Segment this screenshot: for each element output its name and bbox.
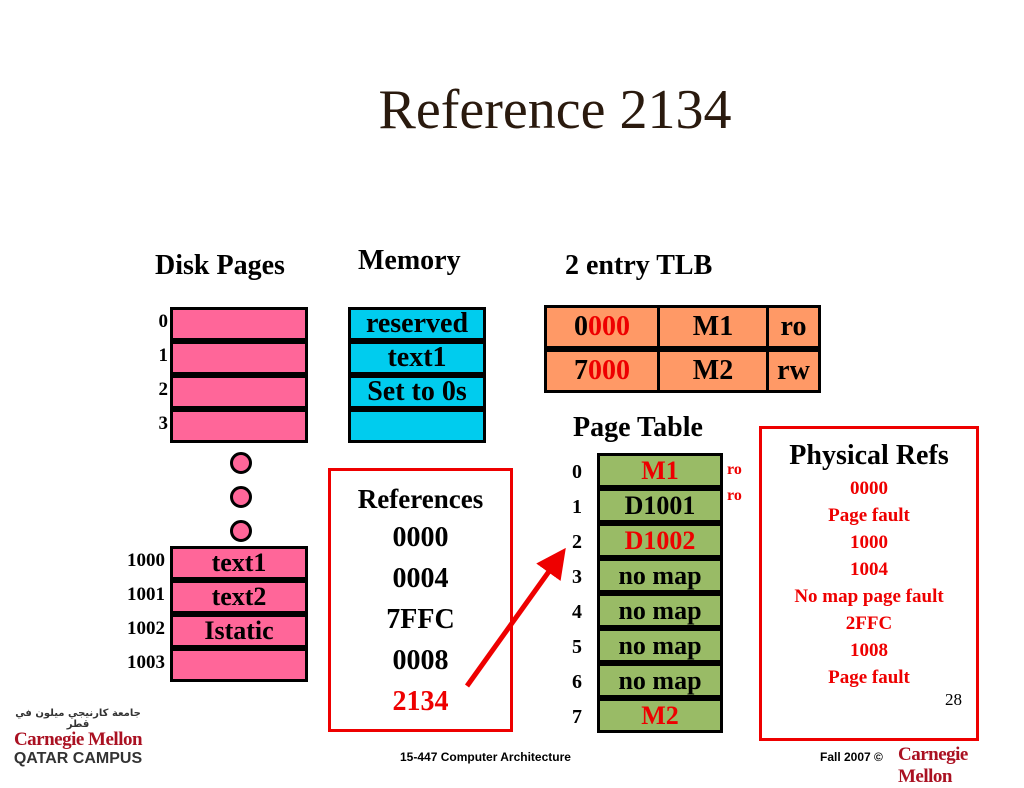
page-table-entry: no map — [597, 663, 723, 698]
memory-frame: reserved — [348, 307, 486, 341]
logo-name: Carnegie Mellon — [13, 729, 143, 750]
ellipsis-dot — [230, 452, 252, 474]
page-table-index: 6 — [572, 671, 582, 693]
slide-number: 28 — [945, 690, 962, 709]
footer-term: Fall 2007 © — [820, 750, 883, 764]
reference-item: 0004 — [392, 563, 449, 594]
physical-refs-box: Physical Refs 0000 Page fault 1000 1004 … — [759, 426, 979, 741]
disk-page — [170, 341, 308, 375]
references-header: References — [357, 484, 484, 514]
tlb-header: 2 entry TLB — [565, 250, 713, 281]
disk-index: 1001 — [127, 584, 165, 605]
disk-index: 1 — [158, 345, 169, 366]
disk-index: 1000 — [127, 550, 165, 571]
reference-item-current: 2134 — [392, 686, 449, 717]
physical-ref-item: Page fault — [828, 505, 910, 526]
physical-ref-item: 1008 — [850, 640, 888, 661]
tlb-ppn: M1 — [657, 305, 769, 349]
disk-index: 1003 — [127, 652, 165, 673]
physical-ref-item: No map page fault — [794, 586, 944, 607]
footer-brand: Carnegie Mellon — [898, 744, 968, 787]
page-table-index: 1 — [572, 496, 582, 518]
slide-title: Reference 2134 — [378, 79, 732, 141]
cmu-qatar-logo: جامعة كارنيجي ميلون في قطر Carnegie Mell… — [8, 708, 148, 767]
logo-campus: QATAR CAMPUS — [13, 750, 143, 767]
page-table-entry: no map — [597, 593, 723, 628]
page-table-entry: M1 — [597, 453, 723, 488]
disk-page: text2 — [170, 580, 308, 614]
footer-course: 15-447 Computer Architecture — [400, 750, 571, 764]
disk-pages-header: Disk Pages — [155, 250, 285, 281]
references-box: References 0000 0004 7FFC 0008 2134 — [328, 468, 513, 732]
tlb-perm: rw — [766, 349, 821, 393]
disk-page — [170, 409, 308, 443]
disk-page — [170, 375, 308, 409]
reference-arrow — [464, 547, 566, 688]
page-table-index: 5 — [572, 636, 582, 658]
disk-index: 0 — [158, 311, 169, 332]
reference-list: 0000 0004 7FFC 0008 2134 — [331, 517, 510, 722]
page-table-index: 3 — [572, 566, 582, 588]
page-table-index: 4 — [572, 601, 582, 623]
physical-refs-list: 0000 Page fault 1000 1004 No map page fa… — [762, 475, 976, 691]
tlb-perm: ro — [766, 305, 821, 349]
page-table-header: Page Table — [573, 412, 703, 443]
tlb-ppn: M2 — [657, 349, 769, 393]
disk-index: 3 — [158, 413, 169, 434]
disk-page — [170, 307, 308, 341]
ellipsis-dot — [230, 520, 252, 542]
disk-page: Istatic — [170, 614, 308, 648]
page-table-index: 2 — [572, 531, 582, 553]
disk-page: text1 — [170, 546, 308, 580]
memory-frame — [348, 409, 486, 443]
physical-ref-item: 1000 — [850, 532, 888, 553]
reference-item: 0008 — [392, 645, 449, 676]
reference-item: 7FFC — [386, 604, 455, 635]
disk-index: 1002 — [127, 618, 165, 639]
physical-ref-item: 2FFC — [845, 613, 893, 634]
page-table-entry: M2 — [597, 698, 723, 733]
logo-arabic: جامعة كارنيجي ميلون في قطر — [15, 708, 141, 730]
page-table-index: 0 — [572, 461, 582, 483]
page-table-index: 7 — [572, 706, 582, 728]
tlb-vpn: 0000 — [544, 305, 660, 349]
physical-refs-header: Physical Refs — [789, 440, 949, 471]
page-table-entry: no map — [597, 628, 723, 663]
page-table-entry: D1001 — [597, 488, 723, 523]
disk-index: 2 — [158, 379, 169, 400]
physical-ref-item: Page fault — [828, 667, 910, 688]
memory-frame: Set to 0s — [348, 375, 486, 409]
page-table-entry: no map — [597, 558, 723, 593]
ellipsis-dot — [230, 486, 252, 508]
page-table-perm: ro — [727, 487, 742, 504]
page-table-perm: ro — [727, 461, 742, 478]
memory-frame: text1 — [348, 341, 486, 375]
physical-ref-item: 1004 — [850, 559, 888, 580]
memory-header: Memory — [358, 245, 461, 276]
disk-page — [170, 648, 308, 682]
physical-ref-item: 0000 — [850, 478, 888, 499]
reference-item: 0000 — [392, 522, 449, 553]
page-table-entry: D1002 — [597, 523, 723, 558]
